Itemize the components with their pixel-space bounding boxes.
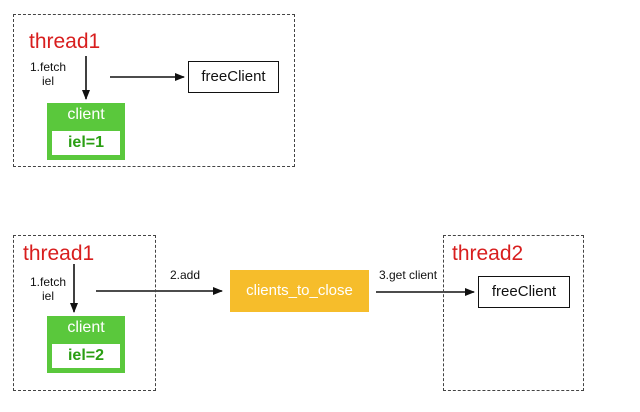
bottom-fetch-line2: iel xyxy=(41,289,54,303)
bottom-fetch-line1: 1.fetch xyxy=(29,275,67,289)
top-iel-value: iel=1 xyxy=(52,131,120,155)
bottom-thread1-frame xyxy=(13,235,156,391)
bottom-client-title: client xyxy=(67,319,105,336)
top-client-title: client xyxy=(67,106,105,123)
top-fetch-line1: 1.fetch xyxy=(29,60,67,74)
thread2-label: thread2 xyxy=(452,242,524,265)
bottom-iel-value: iel=2 xyxy=(52,344,120,368)
bottom-client-box: client iel=2 xyxy=(47,316,125,373)
get-client-label: 3.get client xyxy=(379,268,438,282)
bottom-thread1-label: thread1 xyxy=(23,242,95,265)
add-label: 2.add xyxy=(170,268,201,282)
top-fetch-line2: iel xyxy=(41,74,54,88)
top-free-client-box: freeClient xyxy=(188,61,279,93)
top-client-box: client iel=1 xyxy=(47,103,125,160)
clients-to-close-box: clients_to_close xyxy=(230,270,369,312)
top-thread1-frame xyxy=(13,14,295,167)
bottom-fetch-label: 1.fetch iel xyxy=(26,275,70,303)
top-thread1-label: thread1 xyxy=(29,30,101,53)
top-fetch-label: 1.fetch iel xyxy=(26,60,70,88)
thread2-frame xyxy=(443,235,584,391)
bottom-free-client-box: freeClient xyxy=(478,276,570,308)
